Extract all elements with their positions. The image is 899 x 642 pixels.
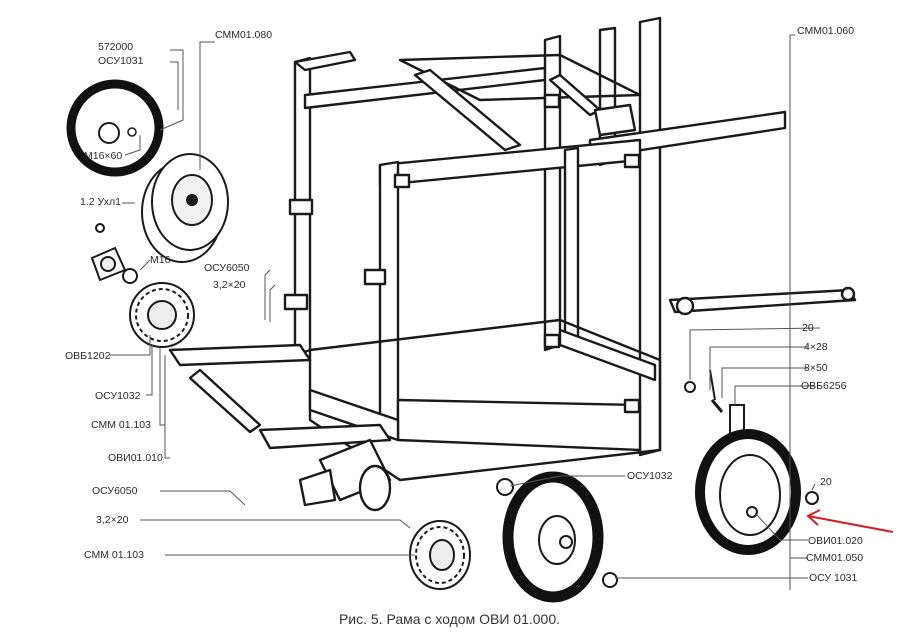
label-osu1031-top: ОСУ1031 — [98, 55, 144, 67]
tire-ring-top — [66, 79, 164, 177]
label-ovi01010: ОВИ01.010 — [108, 452, 163, 464]
figure-caption: Рис. 5. Рама с ходом ОВИ 01.000. — [338, 611, 561, 627]
label-pin-bottom: 3,2×20 — [96, 514, 129, 526]
label-ovb1202: ОВБ1202 — [65, 350, 111, 362]
sprocket-bottom — [409, 520, 471, 590]
label-m16: М16 — [150, 254, 171, 266]
label-4x28: 4×28 — [804, 341, 828, 353]
label-ovi01020: ОВИ01.020 — [808, 535, 863, 547]
label-8x50: 8×50 — [804, 362, 828, 374]
label-osu6050-bottom: ОСУ6050 — [92, 485, 138, 497]
drum-wheel-top — [141, 153, 229, 263]
label-osu1031-bottom: ОСУ 1031 — [809, 572, 858, 584]
main-frame — [168, 16, 857, 512]
label-1-2-ux1: 1.2 Ухл1 — [80, 196, 121, 208]
sprocket-left — [129, 282, 195, 348]
label-pin-top: 3,2×20 — [213, 279, 246, 291]
label-osu1032-right: ОСУ1032 — [627, 470, 673, 482]
castor-wheel-right — [684, 369, 819, 555]
label-cmm01103-bottom: СММ 01.103 — [84, 549, 144, 561]
label-572000: 572000 — [98, 41, 134, 53]
label-20-right: 20 — [820, 476, 832, 488]
wheel-bottom-middle — [496, 471, 618, 603]
label-osu1032-left: ОСУ1032 — [95, 390, 141, 402]
label-cmm01103-left: СММ 01.103 — [91, 419, 151, 431]
label-20-top: 20 — [802, 322, 814, 334]
label-cmm01060: СММ01.060 — [797, 25, 855, 37]
leader-lines — [110, 34, 821, 590]
red-annotation-arrow — [806, 509, 894, 533]
label-m16x60: М16×60 — [84, 150, 123, 162]
label-cmm01080: СММ01.080 — [215, 29, 273, 41]
bearing-flange — [90, 223, 138, 284]
label-cmm01050: СММ01.050 — [806, 552, 864, 564]
label-osu6050-top: ОСУ6050 — [204, 262, 250, 274]
label-ovb6256: ОВБ6256 — [801, 380, 847, 392]
